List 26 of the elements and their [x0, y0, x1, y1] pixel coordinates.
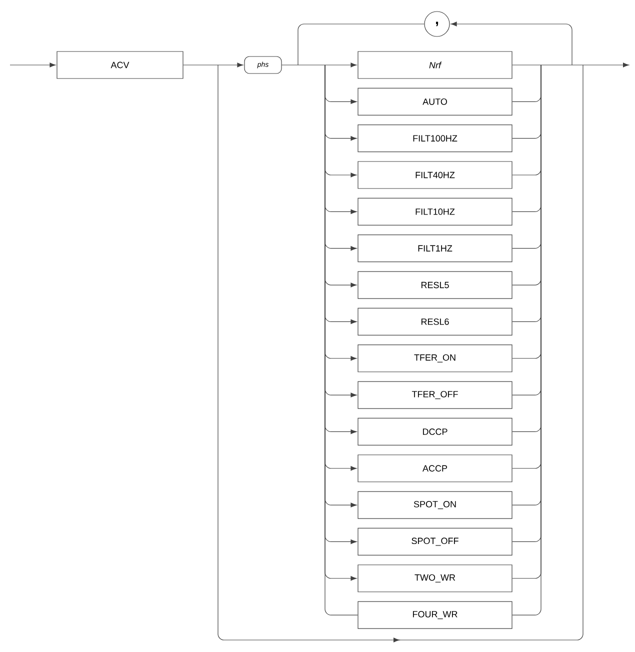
- connector-line: [324, 62, 357, 68]
- option-box: RESL5: [358, 271, 512, 299]
- option-box: SPOT_OFF: [358, 528, 512, 556]
- option-box: FILT100HZ: [358, 124, 512, 152]
- option-box: ACCP: [358, 454, 512, 482]
- option-box: FILT1HZ: [358, 234, 512, 262]
- connector-line: [282, 64, 326, 66]
- option-box: TFER_OFF: [358, 381, 512, 409]
- option-box: FILT10HZ: [358, 198, 512, 226]
- option-box: DCCP: [358, 418, 512, 446]
- connector-line: [10, 62, 56, 68]
- option-box: AUTO: [358, 88, 512, 116]
- connector-line: [512, 64, 542, 66]
- option-box: SPOT_ON: [358, 491, 512, 519]
- option-box: RESL6: [358, 308, 512, 336]
- option-box: FILT40HZ: [358, 161, 512, 189]
- connector-line: [450, 22, 572, 66]
- connector-line: [540, 62, 629, 68]
- option-box: TWO_WR: [358, 564, 512, 592]
- connector-line: [218, 64, 584, 642]
- keyword-box: ACV: [56, 51, 184, 79]
- connector-line: [183, 62, 244, 68]
- option-box: TFER_ON: [358, 344, 512, 372]
- connector-line: [298, 24, 424, 66]
- option-box: FOUR_WR: [358, 601, 512, 629]
- option-box: Nrf: [358, 51, 512, 79]
